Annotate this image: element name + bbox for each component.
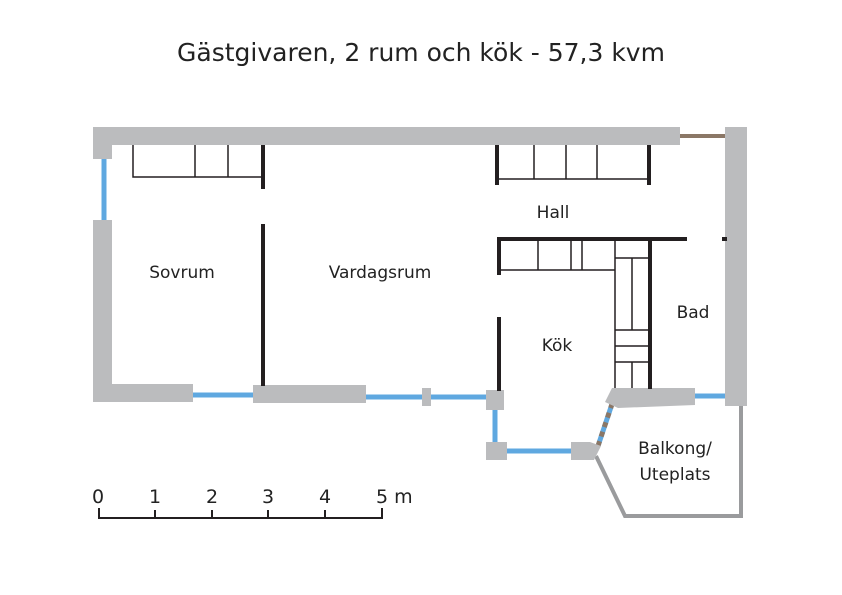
scale-label: 2 xyxy=(206,486,218,508)
wall-left xyxy=(93,220,112,402)
room-label-vardagsrum: Vardagsrum xyxy=(329,263,432,283)
room-label-uteplats: Uteplats xyxy=(639,465,710,485)
pillar-kok-3 xyxy=(571,442,601,460)
scale-label: 4 xyxy=(319,486,331,508)
wall-right xyxy=(725,127,747,406)
wardrobe-sovrum xyxy=(132,145,263,178)
exterior-walls xyxy=(93,127,747,460)
wall-corner-top-left xyxy=(93,127,112,159)
balcony-door xyxy=(595,403,615,447)
wall-top xyxy=(93,127,680,145)
scale-line xyxy=(98,508,383,519)
scale-label: 3 xyxy=(262,486,274,508)
scale-label: 0 xyxy=(92,486,104,508)
room-label-sovrum: Sovrum xyxy=(149,263,215,283)
room-label-bad: Bad xyxy=(677,303,710,323)
room-label-hall: Hall xyxy=(537,203,570,223)
furniture xyxy=(132,145,650,388)
room-label-kok: Kök xyxy=(542,336,573,356)
pillar xyxy=(422,388,431,406)
scale-label: 1 xyxy=(149,486,161,508)
wall-bad-bottom xyxy=(605,388,695,408)
wall-bottom-left xyxy=(93,384,193,402)
wall-bottom-middle xyxy=(253,385,366,403)
pillar-kok-1 xyxy=(486,390,504,410)
scale-bar: 0 1 2 3 4 5 m xyxy=(92,486,413,519)
plan-title: Gästgivaren, 2 rum och kök - 57,3 kvm xyxy=(177,38,665,67)
scale-label: 5 m xyxy=(376,486,413,508)
room-label-balkong: Balkong/ xyxy=(638,439,712,459)
interior-walls xyxy=(261,145,727,391)
pillar-kok-2 xyxy=(486,442,507,460)
balcony-railing xyxy=(594,405,743,518)
